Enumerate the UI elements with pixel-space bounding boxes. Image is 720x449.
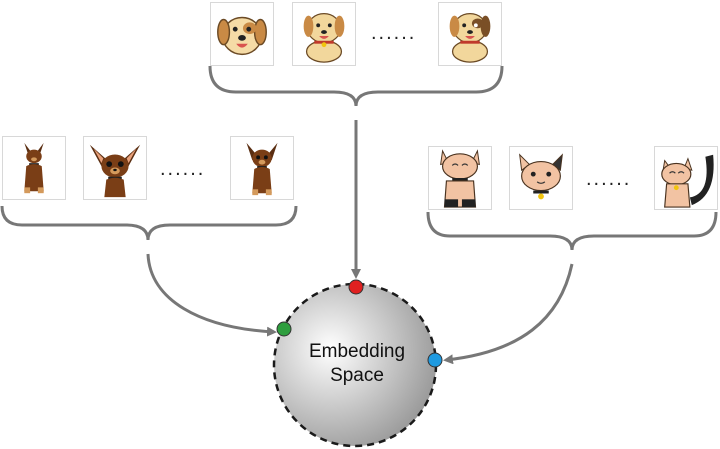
dog-image-3 <box>438 2 502 66</box>
cat-image-2 <box>509 146 573 210</box>
chihuahua-point <box>276 321 292 337</box>
embedding-space-label: Embedding Space <box>282 340 432 388</box>
dog-image-1 <box>210 2 274 66</box>
left-brace <box>0 205 298 241</box>
cat-ellipsis: ...... <box>586 168 632 190</box>
dog-ellipsis: ...... <box>371 22 417 44</box>
cat-image-1 <box>428 146 492 210</box>
embedding-label-line2: Space <box>330 365 384 386</box>
right-brace <box>426 211 718 251</box>
cat-image-3 <box>654 146 718 210</box>
embedding-label-line1: Embedding <box>308 341 406 362</box>
cat-point <box>427 352 443 368</box>
chihuahua-image-2 <box>83 136 147 200</box>
dog-point <box>348 279 364 295</box>
chihuahua-image-3 <box>230 136 294 200</box>
top-brace <box>208 65 504 107</box>
right-arrow <box>443 263 574 365</box>
chihuahua-ellipsis: ...... <box>160 158 206 180</box>
dog-image-2 <box>292 2 356 66</box>
chihuahua-image-1 <box>2 136 66 200</box>
left-arrow <box>146 253 277 337</box>
